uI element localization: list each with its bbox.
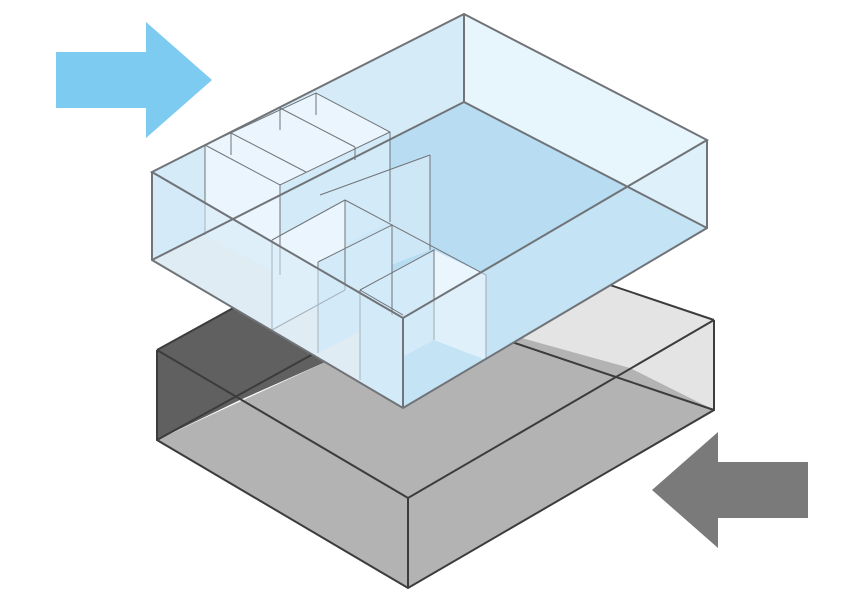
- arrow-in-upper: [56, 22, 212, 138]
- arrow-in-lower: [652, 432, 808, 548]
- upper-volume: [149, 12, 710, 410]
- upper-edges: [149, 12, 710, 410]
- lower-inner-light: [550, 265, 714, 410]
- lower-inner-floor: [157, 305, 714, 588]
- upper-front-right-wall: [403, 140, 707, 408]
- upper-front-left-wall: [152, 172, 403, 408]
- room-block-top: [205, 93, 390, 185]
- room-partitions: [230, 93, 356, 173]
